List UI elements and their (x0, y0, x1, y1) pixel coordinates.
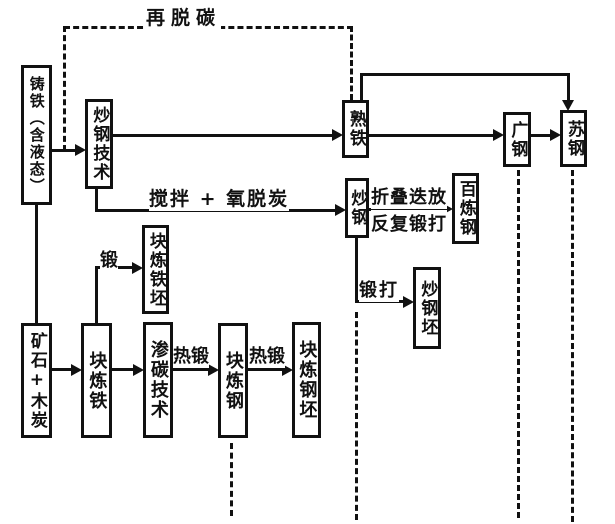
edge-ore-castiron (35, 203, 38, 323)
label-repeat-forge: 反复锻打 (371, 210, 447, 236)
box-guang-steel-label: 广钢 (507, 120, 528, 159)
edge-bloomeryiron-up (95, 268, 98, 323)
label-forge-hit: 锻打 (359, 276, 399, 302)
box-cast-iron: 铸铁（含液态） (21, 65, 52, 205)
label-hot-forge-2: 热锻 (249, 342, 285, 368)
edge-chaogangtech-down (95, 188, 98, 212)
edge-guangsteel-susteel (531, 134, 551, 137)
label-stir-oxygen: 搅拌 + 氧脱炭 (149, 184, 290, 211)
box-ore-charcoal: 矿石+木炭 (21, 323, 52, 438)
box-carburizing-tech-label: 渗碳技术 (147, 340, 169, 420)
edge-bloomeryiron-carburizing (112, 368, 134, 371)
box-bloomery-steel-billet: 块炼钢坯 (292, 322, 321, 438)
arrowhead-into-chaosteelbillet (403, 296, 414, 308)
dashed-below-su-steel (571, 170, 574, 522)
label-fold-stack: 折叠迭放 (371, 183, 447, 209)
arrowhead-into-chaogangtech (75, 144, 86, 156)
box-su-steel: 苏钢 (560, 110, 587, 167)
box-chao-steel-billet-label: 炒钢坯 (417, 279, 438, 337)
dashed-below-guang-steel (517, 170, 520, 518)
box-wrought-iron-label: 熟铁 (345, 110, 366, 148)
box-bloomery-steel-label: 块炼钢 (222, 350, 244, 411)
edge-ore-bloomeryiron (52, 368, 72, 371)
dashed-below-bloomery-steel (230, 443, 233, 516)
dashed-wrought-iron-up-line (350, 26, 353, 100)
box-guang-steel: 广钢 (503, 112, 531, 167)
edge-carburizing-bloomerysteel (173, 368, 209, 371)
arrowhead-into-bloomeryironbillet (132, 262, 143, 274)
edge-chaogangtech-wroughtiron (112, 134, 334, 137)
arrowhead-into-bloomerysteelbillet (282, 364, 293, 376)
dashed-below-chao-steel (355, 312, 358, 520)
arrowhead-into-bloomeryiron (71, 364, 82, 376)
edge-wroughtiron-guangsteel (369, 134, 494, 137)
box-chaogang-tech: 炒钢技术 (85, 99, 113, 189)
box-su-steel-label: 苏钢 (563, 119, 584, 158)
box-carburizing-tech: 渗碳技术 (143, 322, 173, 438)
arrowhead-into-carburizing (133, 364, 144, 376)
edge-susteel-down (567, 76, 570, 101)
box-bloomery-iron: 块炼铁 (81, 323, 112, 438)
box-bloomery-iron-billet: 块炼铁坯 (142, 225, 169, 314)
arrowhead-into-bloomerysteel (208, 364, 219, 376)
box-chao-steel: 炒钢 (345, 178, 369, 238)
label-forge: 锻 (100, 246, 118, 272)
edge-chaosteel-down (355, 237, 358, 303)
edge-castiron-chaogangtech (50, 149, 78, 152)
box-chao-steel-label: 炒钢 (347, 189, 368, 227)
arrowhead-into-wroughtiron (332, 129, 343, 141)
box-bailian-steel: 百炼钢 (452, 173, 479, 244)
box-chaogang-tech-label: 炒钢技术 (89, 106, 110, 182)
box-bloomery-iron-billet-label: 块炼铁坯 (145, 231, 166, 308)
label-hot-forge-1: 热锻 (173, 342, 209, 368)
box-bloomery-steel: 块炼钢 (218, 323, 248, 438)
arrowhead-into-susteel (550, 129, 561, 141)
arrowhead-into-susteel-top (562, 100, 574, 111)
edge-bloomerysteel-billet (248, 368, 283, 371)
arrowhead-into-bailiansteel (442, 203, 453, 215)
box-bloomery-iron-label: 块炼铁 (86, 350, 108, 411)
edge-chaosteel-bailiansteel (369, 208, 443, 211)
box-cast-iron-label: 铸铁（含液态） (27, 75, 46, 195)
box-ore-charcoal-label: 矿石+木炭 (26, 331, 47, 430)
label-re-decarb: 再脱碳 (146, 3, 222, 30)
edge-wroughtiron-up (360, 75, 363, 101)
arrowhead-into-guangsteel (493, 129, 504, 141)
box-bailian-steel-label: 百炼钢 (455, 180, 476, 237)
arrowhead-into-chaosteel (335, 204, 346, 216)
box-wrought-iron: 熟铁 (342, 100, 369, 158)
edge-wroughtiron-susteel-top (360, 73, 570, 76)
dashed-left-line (63, 26, 66, 151)
box-bloomery-steel-billet-label: 块炼钢坯 (296, 340, 318, 420)
box-chao-steel-billet: 炒钢坯 (413, 267, 441, 349)
